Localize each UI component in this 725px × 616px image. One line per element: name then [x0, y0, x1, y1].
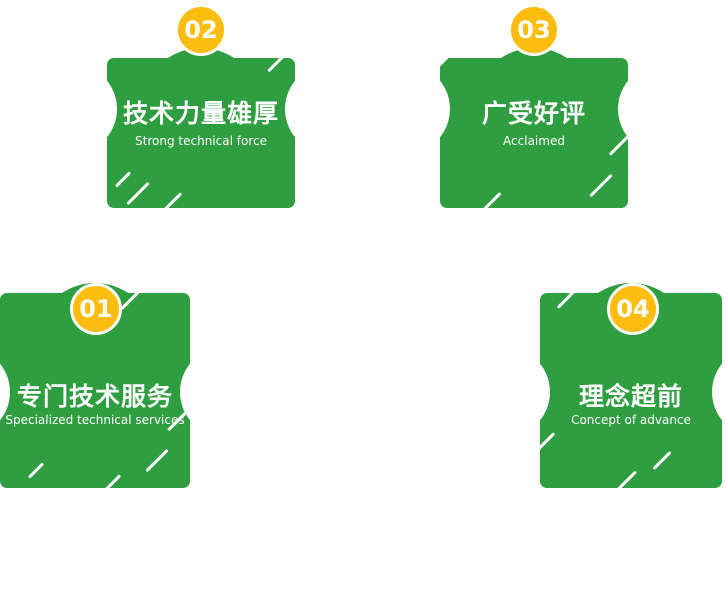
sparkle-line [652, 450, 672, 471]
card-subtitle: Acclaimed [503, 134, 565, 148]
card-subtitle: Specialized technical services [5, 413, 185, 427]
sparkle-line [126, 181, 150, 206]
sparkle-line [100, 474, 122, 495]
card-panel: 技术力量雄厚 Strong technical force [27, 40, 375, 213]
card-panel: 广受好评 Acclaimed [360, 42, 708, 212]
badge-number-text: 01 [79, 295, 113, 323]
card-title: 理念超前 [578, 382, 683, 411]
card-title: 专门技术服务 [16, 382, 173, 411]
feature-card-specialized-services: 专门技术服务 Specialized technical services 01 [0, 283, 270, 495]
feature-card-acclaimed: 广受好评 Acclaimed 03 [360, 4, 708, 212]
badge-number-text: 02 [184, 16, 218, 44]
card-subtitle: Concept of advance [571, 413, 691, 427]
feature-card-technical-strength: 技术力量雄厚 Strong technical force 02 [27, 4, 375, 213]
sparkle-line [114, 171, 132, 188]
card-subtitle: Strong technical force [135, 134, 267, 148]
sparkle-line [27, 462, 45, 479]
card-title: 广受好评 [481, 99, 586, 128]
badge-number-text: 04 [616, 295, 650, 323]
feature-card-advanced-concept: 理念超前 Concept of advance 04 [460, 283, 725, 493]
number-badge: 01 [70, 283, 122, 335]
card-title: 技术力量雄厚 [122, 99, 279, 128]
card-top-bulge [474, 48, 594, 168]
badge-number-text: 03 [517, 16, 551, 44]
sparkle-line [435, 42, 463, 69]
right-notch [618, 64, 708, 154]
sparkle-line [482, 191, 502, 212]
sparkle-line [615, 470, 637, 493]
sparkle-line [161, 192, 183, 213]
sparkle-line [589, 173, 613, 198]
sparkle-line [556, 288, 578, 309]
left-notch [360, 64, 450, 154]
card-top-bulge [141, 48, 261, 168]
number-badge: 02 [175, 4, 227, 56]
left-notch [27, 64, 117, 154]
sparkle-line [534, 432, 556, 453]
number-badge: 04 [607, 283, 659, 335]
sparkle-line [267, 40, 299, 73]
sparkle-line [145, 448, 169, 473]
left-notch [0, 347, 10, 437]
number-badge: 03 [508, 4, 560, 56]
left-notch [460, 347, 550, 437]
right-notch [180, 347, 270, 437]
